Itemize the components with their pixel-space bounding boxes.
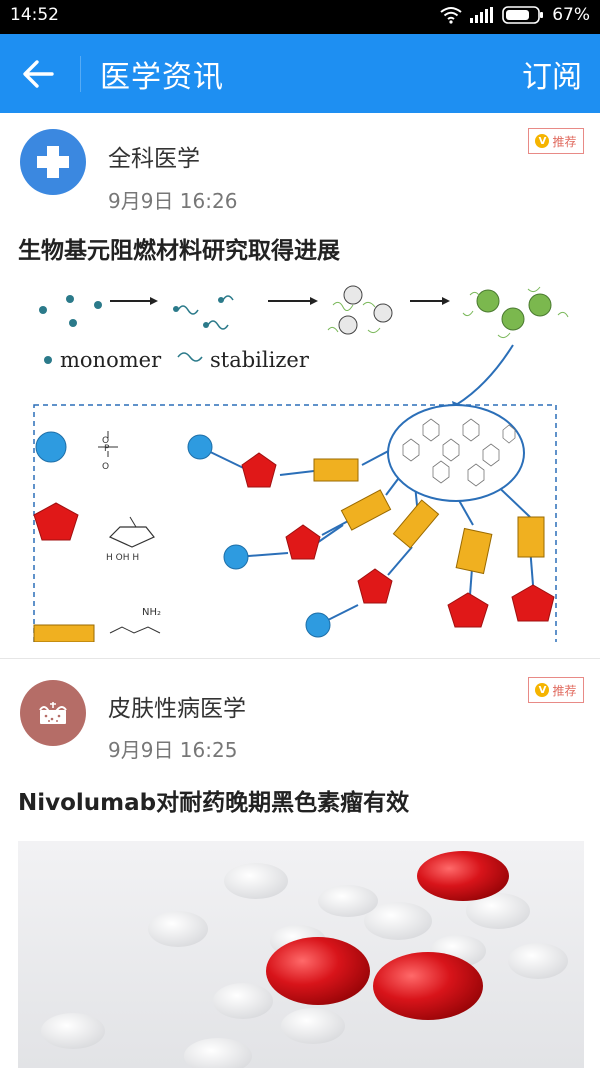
news-figure: monomer stabilizer O P O H OH H N: [18, 285, 584, 642]
v-icon: V: [535, 134, 550, 148]
page-title: 医学资讯: [100, 60, 224, 95]
monomer-label: monomer: [60, 348, 162, 372]
battery-icon: [502, 6, 544, 24]
v-icon: V: [535, 683, 550, 697]
status-bar: 14:52 67%: [0, 0, 600, 34]
back-button[interactable]: [18, 54, 58, 94]
source-name: 全科医学: [108, 146, 200, 172]
news-card[interactable]: 全科医学 9月9日 16:26 V 推荐 生物基元阻燃材料研究取得进展: [0, 113, 600, 658]
signal-icon: [470, 7, 494, 23]
battery-percent: 67%: [552, 5, 590, 25]
news-card[interactable]: 皮肤性病医学 9月9日 16:25 V 推荐 Nivolumab对耐药晚期黑色素…: [0, 659, 600, 1068]
svg-text:H OH H: H OH H: [106, 553, 139, 563]
news-feed: 全科医学 9月9日 16:26 V 推荐 生物基元阻燃材料研究取得进展: [0, 113, 600, 1068]
badge-label: 推荐: [552, 683, 577, 698]
recommend-badge: V 推荐: [528, 677, 584, 703]
subscribe-button[interactable]: 订阅: [522, 60, 582, 95]
wifi-icon: [440, 7, 462, 24]
stabilizer-label: stabilizer: [210, 348, 310, 372]
badge-label: 推荐: [552, 134, 577, 149]
news-headline: Nivolumab对耐药晚期黑色素瘤有效: [18, 790, 410, 816]
app-bar: 医学资讯 订阅: [0, 34, 600, 113]
svg-text:P: P: [104, 444, 110, 454]
nh2-label: NH₂: [142, 607, 161, 618]
card-divider: [0, 658, 600, 659]
source-avatar: [20, 680, 86, 746]
source-name: 皮肤性病医学: [108, 696, 246, 722]
polymer-diagram: monomer stabilizer O P O H OH H N: [18, 285, 584, 642]
news-headline: 生物基元阻燃材料研究取得进展: [18, 238, 340, 264]
arrow-left-icon: [23, 60, 54, 88]
post-time: 9月9日 16:25: [108, 738, 238, 762]
status-icons: 67%: [440, 5, 590, 25]
svg-text:O: O: [102, 462, 109, 472]
pills-photo: [18, 841, 584, 1068]
svg-text:O: O: [102, 436, 109, 446]
app-bar-divider: [80, 56, 81, 92]
source-avatar: [20, 129, 86, 195]
recommend-badge: V 推荐: [528, 128, 584, 154]
status-time: 14:52: [10, 5, 59, 25]
skin-icon: [39, 702, 67, 724]
plus-icon: [37, 146, 69, 178]
post-time: 9月9日 16:26: [108, 189, 238, 213]
news-photo: [18, 841, 584, 1068]
